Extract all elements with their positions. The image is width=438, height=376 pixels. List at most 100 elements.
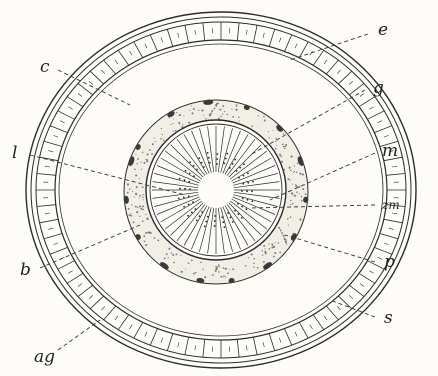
stipple-dot (252, 125, 253, 126)
stipple-dot (145, 159, 146, 160)
stipple-dot (272, 244, 274, 246)
ray-granule (192, 201, 194, 203)
stipple-dot (302, 188, 304, 190)
stipple-dot (284, 169, 285, 170)
stipple-dot (297, 162, 299, 164)
stipple-dot (290, 216, 292, 218)
band-bar (44, 141, 62, 146)
stipple-dot (129, 189, 131, 191)
stipple-dot (160, 138, 162, 140)
leader-p (285, 235, 375, 262)
band-tick (53, 243, 58, 245)
band-tick (246, 345, 247, 350)
stipple-dot (305, 193, 307, 195)
stipple-dot (232, 268, 234, 270)
stipple-dot (142, 220, 144, 222)
stipple-dot (192, 112, 194, 114)
ray-granule (221, 216, 223, 218)
band-bar (104, 60, 116, 74)
band-bar (338, 71, 351, 84)
band-tick (48, 151, 53, 152)
stipple-dot (212, 275, 213, 276)
ray-granule (207, 216, 209, 218)
stipple-dot (288, 225, 289, 226)
stipple-dot (218, 266, 219, 267)
band-tick (161, 338, 163, 343)
band-bar (269, 29, 275, 46)
stipple-dot (149, 149, 151, 151)
stipple-dot (139, 178, 140, 179)
stipple-dot (253, 258, 255, 260)
stipple-dot (280, 230, 281, 231)
ray-granule (232, 163, 234, 165)
band-bar (44, 234, 62, 239)
stipple-dot (135, 154, 136, 155)
stipple-dot (302, 174, 303, 175)
stipple-dot (134, 168, 136, 170)
stipple-dot (136, 211, 138, 213)
stipple-dot (236, 105, 238, 107)
stipple-dot (223, 267, 224, 268)
ray-granule (217, 153, 219, 155)
stipple-dot (215, 266, 217, 268)
band-tick (178, 33, 179, 38)
stipple-dot (195, 272, 197, 274)
central-cavity (200, 174, 232, 206)
stipple-dot (219, 109, 221, 111)
band-tick (78, 94, 82, 97)
stipple-dot (271, 247, 273, 249)
ray-granule (209, 162, 211, 164)
stipple-dot (147, 218, 149, 220)
band-tick (324, 316, 327, 320)
band-bar (269, 334, 275, 351)
ray-granule (188, 195, 190, 197)
ray-granule (226, 153, 228, 155)
stipple-dot (258, 115, 259, 116)
stipple-dot (163, 140, 164, 141)
stipple-dot (135, 206, 137, 208)
stipple-dot (281, 161, 283, 163)
label-c: c (40, 57, 50, 77)
band-bar (118, 50, 129, 65)
stipple-dot (151, 153, 153, 155)
stipple-dot (155, 141, 156, 142)
band-tick (68, 107, 72, 110)
stipple-dot (135, 174, 137, 176)
ray-granule (246, 190, 248, 192)
ray-granule (251, 191, 253, 193)
stipple-dot (236, 104, 237, 105)
stipple-dot (283, 133, 284, 134)
stipple-dot (161, 128, 162, 129)
band-tick (324, 60, 327, 64)
ray-granule (208, 157, 210, 159)
ray-granule (216, 163, 218, 165)
stipple-dot (218, 118, 219, 119)
band-tick (102, 70, 105, 74)
ray-granule (183, 196, 185, 198)
stipple-dot (275, 138, 276, 139)
ray-granule (178, 198, 180, 200)
ray-granule (179, 188, 181, 190)
stipple-dot (284, 238, 286, 240)
ray-granule (242, 197, 244, 199)
ray-granule (247, 182, 249, 184)
band-tick (145, 332, 147, 337)
band-bar (285, 35, 292, 52)
ray-granule (223, 162, 225, 164)
stipple-dot (283, 236, 284, 237)
band-bar (237, 339, 239, 357)
band-tick (115, 316, 118, 320)
ray-granule (196, 220, 198, 222)
stipple-dot (131, 204, 132, 205)
ray-granule (204, 225, 206, 227)
stipple-dot (193, 108, 195, 110)
stipple-dot (262, 254, 263, 255)
stipple-dot (275, 141, 276, 142)
ray-granule (237, 203, 239, 205)
ray-granule (185, 170, 187, 172)
band-tick (89, 81, 93, 84)
stipple-dot (183, 115, 184, 116)
stipple-dot (225, 276, 226, 277)
band-bar (58, 111, 75, 120)
